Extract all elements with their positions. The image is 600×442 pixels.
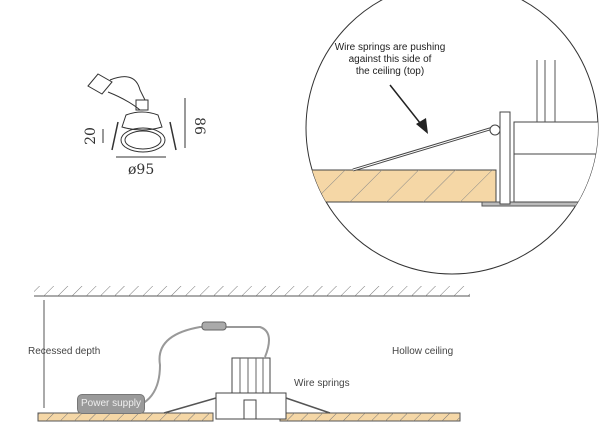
arrow-icon <box>416 118 428 134</box>
product-sketch <box>87 73 186 158</box>
dim-diameter: ø95 <box>128 162 155 178</box>
wire-springs-label: Wire springs <box>294 378 350 389</box>
power-supply-box: Power supply <box>77 394 145 414</box>
power-cable <box>139 326 270 406</box>
driver-block <box>87 73 113 95</box>
callout-line: against this side of <box>348 54 432 65</box>
wire-springs-callout: Wire springs are pushing against this si… <box>330 42 450 78</box>
installation-view <box>34 286 470 422</box>
recessed-depth-label: Recessed depth <box>28 346 101 357</box>
callout-line: Wire springs are pushing <box>334 42 446 53</box>
connector <box>201 321 227 331</box>
callout-line: the ceiling (top) <box>355 66 425 77</box>
dim-height: 86 <box>190 117 207 135</box>
hollow-ceiling-label: Hollow ceiling <box>392 346 454 357</box>
detail-circle <box>305 0 599 275</box>
dim-height-small: 20 <box>82 127 99 145</box>
